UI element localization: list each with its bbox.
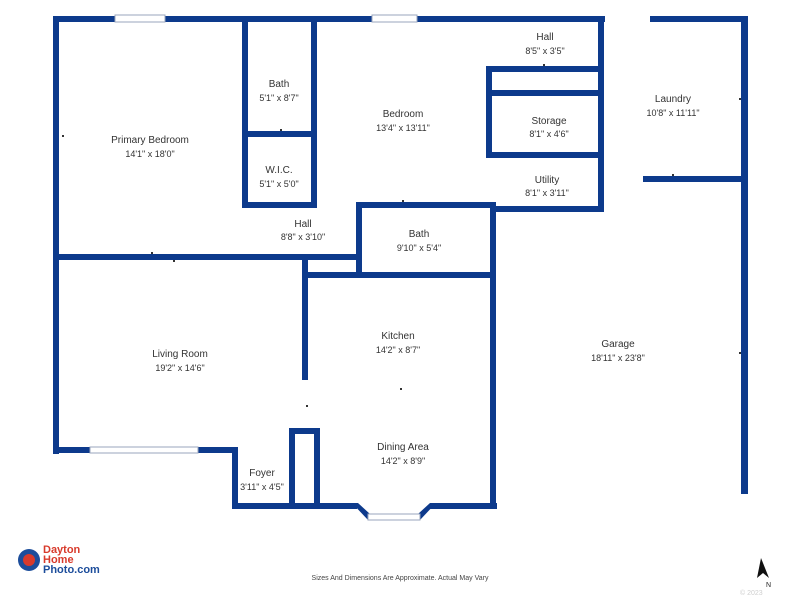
wall [490,202,496,509]
wall [598,152,604,212]
tick [306,405,308,407]
room-name: Garage [601,339,635,350]
room-dimension: 9'10" x 5'4" [397,243,441,253]
tick [739,98,741,100]
tick [151,252,153,254]
tick [62,135,64,137]
window [371,14,418,23]
wall [741,16,748,494]
room-name: Hall [294,219,311,230]
room-dimension: 10'8" x 11'11" [646,108,699,118]
tick [400,388,402,390]
logo-icon [18,549,40,571]
room-name: Primary Bedroom [111,135,189,146]
wall [314,428,320,508]
wall [486,66,604,72]
windows [89,14,421,521]
wall [53,16,605,22]
tick [543,64,545,66]
walls [53,16,748,520]
tick [739,352,741,354]
wall [356,202,362,277]
room-name: W.I.C. [265,165,292,176]
brand-logo[interactable]: Dayton Home Photo.com [18,544,100,576]
window [367,513,421,521]
room-dimension: 5'1" x 5'0" [259,179,298,189]
window [114,14,166,23]
tick [280,129,282,131]
wall [289,428,319,434]
north-label: N [766,582,772,589]
room-dimension: 18'11" x 23'8" [591,353,645,363]
wall [490,206,604,212]
room-dimension: 19'2" x 14'6" [155,363,204,373]
room-name: Hall [536,32,553,43]
room-name: Kitchen [381,331,414,342]
wall [486,152,604,158]
room-dimension: 8'1" x 3'11" [525,188,569,198]
tick [402,200,404,202]
wall [486,90,604,96]
wall [430,503,497,509]
wall [242,202,317,208]
wall [248,254,360,260]
window [89,446,199,454]
wall [53,254,250,260]
wall [232,447,238,509]
disclaimer: Sizes And Dimensions Are Approximate. Ac… [311,575,489,582]
wall [356,202,496,208]
wall [650,16,748,22]
room-name: Dining Area [377,442,429,453]
wall [643,176,748,182]
room-name: Living Room [152,349,208,360]
room-dimension: 8'1" x 4'6" [529,129,568,139]
wall [311,16,317,208]
room-name: Laundry [655,94,691,105]
watermark: © 2023 [740,590,763,597]
room-dimension: 14'2" x 8'9" [381,456,425,466]
tick [173,260,175,262]
room-dimension: 5'1" x 8'7" [259,93,298,103]
logo-line: Home [43,554,74,566]
room-dimension: 8'8" x 3'10" [281,232,325,242]
wall [598,16,604,156]
room-name: Foyer [249,468,275,479]
north-arrow-icon [757,558,769,578]
wall [302,272,496,278]
door-ticks [62,64,741,407]
room-name: Bath [409,229,430,240]
wall [302,260,308,380]
wall [242,16,248,208]
wall [289,428,295,508]
logo-text: Dayton Home Photo.com [43,544,100,576]
room-name: Storage [531,116,566,127]
room-name: Bedroom [383,109,424,120]
logo-line: Dayton [43,544,81,556]
room-name: Utility [535,175,559,186]
room-dimension: 3'11" x 4'5" [240,482,284,492]
wall [486,66,492,158]
room-dimension: 14'1" x 18'0" [125,149,174,159]
room-name: Bath [269,79,290,90]
logo-line: Photo.com [43,564,100,576]
room-dimension: 14'2" x 8'7" [376,345,420,355]
labels: Primary Bedroom 14'1" x 18'0" Bath 5'1" … [111,32,699,492]
wall [53,16,59,454]
room-dimension: 8'5" x 3'5" [525,46,564,56]
wall [242,131,317,137]
tick [672,174,674,176]
room-dimension: 13'4" x 13'11" [376,123,430,133]
